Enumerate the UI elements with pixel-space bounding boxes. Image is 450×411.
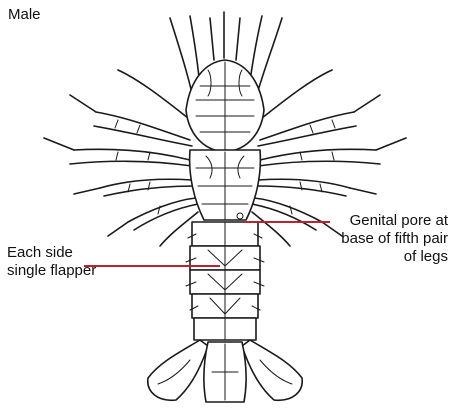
- legs-left: [44, 95, 198, 246]
- tail-fan: [148, 340, 302, 402]
- diagram-title: Male: [8, 6, 41, 24]
- head: [186, 60, 264, 152]
- genital-pore-label: Genital pore at base of fifth pair of le…: [330, 212, 448, 266]
- abdomen: [186, 222, 264, 340]
- thorax: [190, 150, 261, 220]
- flapper-label: Each side single flapper: [7, 244, 97, 280]
